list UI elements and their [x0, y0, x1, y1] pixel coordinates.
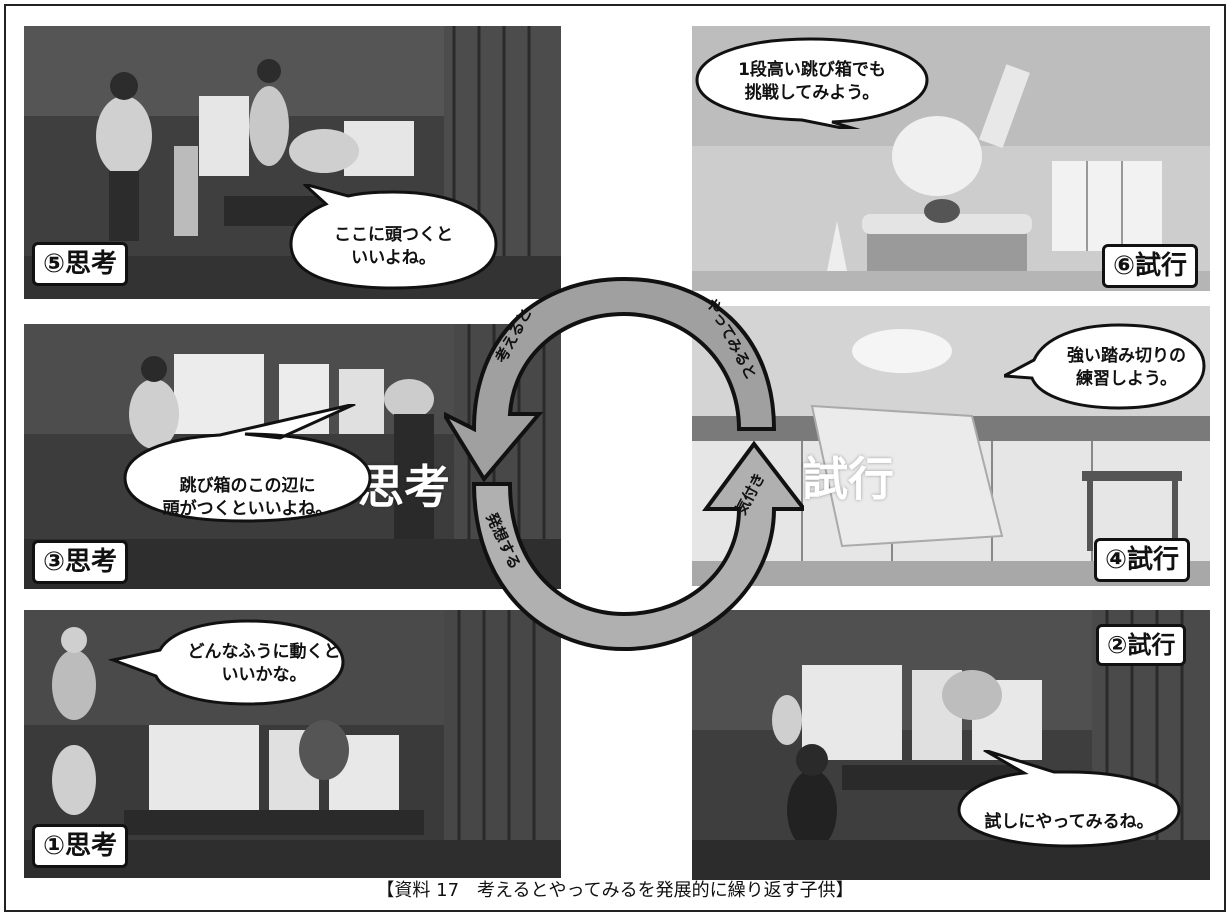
bubble-5-line-1: ここに頭つくと — [334, 225, 453, 246]
photo-panel-6: ⑥試行 1段高い跳び箱でも挑戦してみよう。 — [692, 26, 1210, 291]
bubble-6-line-1: 1段高い跳び箱でも — [738, 59, 886, 80]
speech-bubble-3: 跳び箱のこの辺に頭がつくといいよね。 — [120, 404, 375, 524]
bubble-1-line-2: いいかな。 — [221, 664, 307, 685]
bubble-2-line-1: 試しにやってみるね。 — [984, 811, 1154, 832]
photo-panel-1: ①思考 どんなふうに動くといいかな。 — [24, 610, 561, 878]
step-label-2: ②試行 — [1096, 624, 1187, 666]
photo-panel-5: ⑤思考 ここに頭つくといいよね。 — [24, 26, 561, 299]
bubble-6-line-2: 挑戦してみよう。 — [744, 82, 880, 103]
figure-caption: 【資料 17 考えるとやってみるを発展的に繰り返す子供】 — [376, 880, 854, 901]
photo-panel-4: 試行 ④試行 強い踏み切りの練習しよう。 — [692, 306, 1210, 586]
step-label-4: ④試行 — [1094, 538, 1191, 582]
photo-5-image — [24, 26, 561, 299]
step-label-1: ①思考 — [32, 824, 129, 868]
bubble-4-line-2: 練習しよう。 — [1076, 368, 1177, 389]
bubble-4-line-1: 強い踏み切りの — [1067, 345, 1186, 366]
speech-bubble-2: 試しにやってみるね。 — [954, 750, 1184, 850]
speech-bubble-1: どんなふうに動くといいかな。 — [108, 616, 348, 711]
step-label-5: ⑤思考 — [32, 242, 129, 286]
bubble-3-line-2: 頭がつくといいよね。 — [162, 499, 333, 519]
photo-6-image — [692, 26, 1210, 291]
figure-frame: ⑤思考 ここに頭つくといいよね。 ⑥試行 1段高い跳び箱でも挑戦してみよう。 — [4, 4, 1226, 912]
cycle-arrows: 考えると やってみると 発想する 気付き — [444, 276, 804, 652]
step-label-6: ⑥試行 — [1102, 244, 1199, 288]
photo-panel-2: ②試行 試しにやってみるね。 — [692, 610, 1210, 880]
step-label-3: ③思考 — [32, 540, 129, 584]
speech-bubble-5: ここに頭つくといいよね。 — [286, 184, 501, 294]
bubble-5-line-2: いいよね。 — [351, 248, 436, 268]
bubble-1-line-1: どんなふうに動くと — [187, 641, 341, 662]
big-word-trying: 試行 — [802, 452, 894, 506]
speech-bubble-6: 1段高い跳び箱でも挑戦してみよう。 — [692, 34, 932, 129]
bubble-3-line-1: 跳び箱のこの辺に — [179, 476, 316, 497]
big-word-thinking: 思考 — [358, 460, 450, 514]
speech-bubble-4: 強い踏み切りの練習しよう。 — [1004, 320, 1209, 415]
cycle-arrow-top — [444, 276, 777, 483]
cycle-arrow-bottom — [471, 440, 804, 652]
photo-2-image — [692, 610, 1210, 880]
